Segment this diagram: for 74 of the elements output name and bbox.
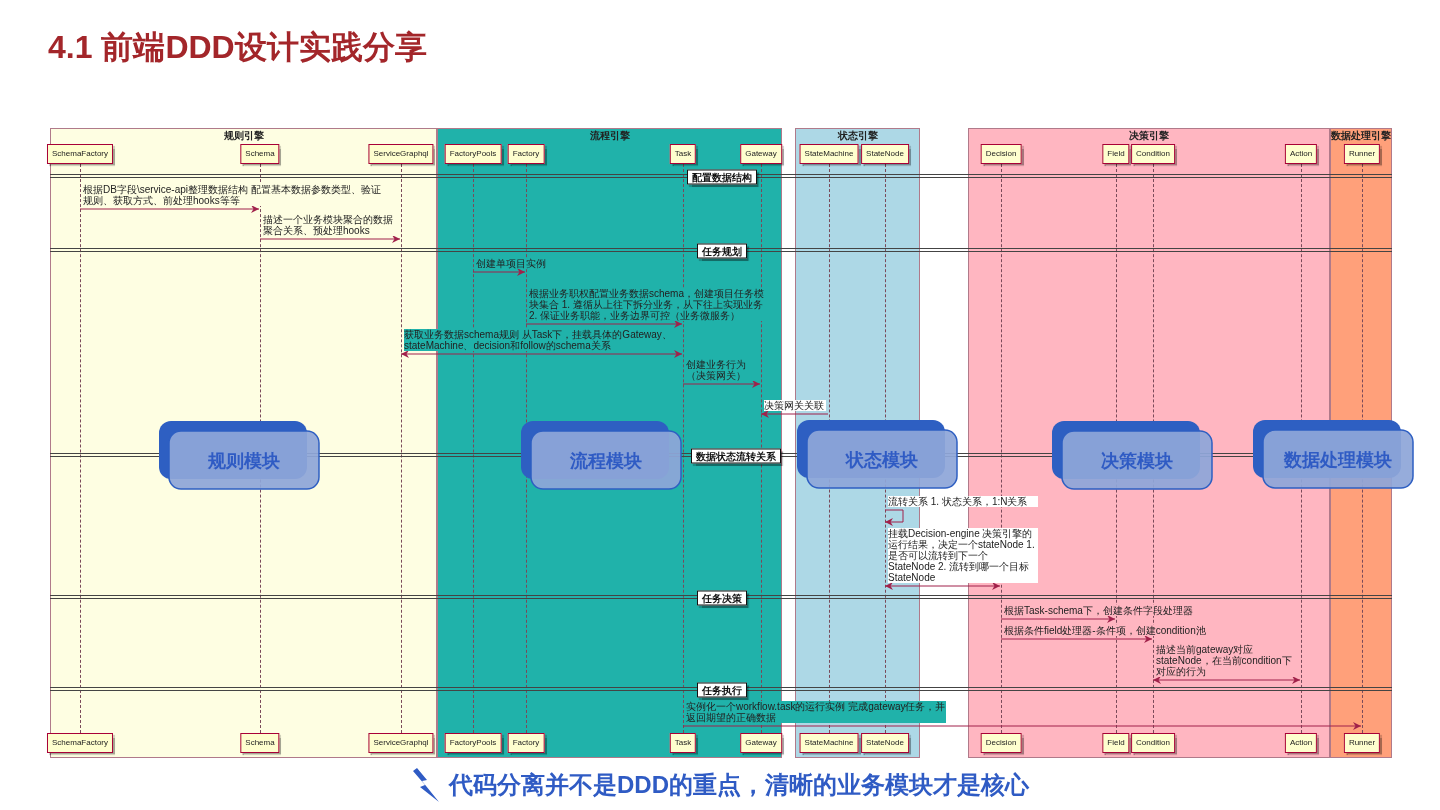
edge-label: 决策网关关联 [764, 400, 826, 411]
section-divider-label: 任务规划 [697, 243, 747, 259]
page-title: 4.1 前端DDD设计实践分享 [48, 28, 427, 67]
panel-title: 规则引擎 [222, 130, 265, 141]
message-arrow [682, 722, 1362, 730]
self-message-arrow [884, 509, 904, 526]
module-callout [1052, 421, 1214, 491]
edge-label: 流转关系 1. 状态关系，1:N关系 [888, 496, 1038, 507]
participant-box: ServiceGraphql [368, 733, 434, 753]
message-arrow [1000, 635, 1153, 643]
message-arrow [1000, 615, 1116, 623]
participant-box: FactoryPools [444, 144, 502, 164]
participant-box: Runner [1343, 144, 1381, 164]
panel-title: 数据处理引擎 [1331, 130, 1391, 141]
participant-box: Condition [1131, 144, 1175, 164]
section-divider-label: 配置数据结构 [687, 169, 757, 185]
participant-box: Gateway [740, 733, 782, 753]
participant-box: Action [1284, 733, 1318, 753]
participant-box: Factory [507, 144, 545, 164]
caption-text: 代码分离并不是DDD的重点，清晰的业务模块才是核心 [449, 770, 1029, 800]
section-divider-label: 数据状态流转关系 [691, 448, 781, 464]
participant-box: Runner [1343, 733, 1381, 753]
participant-box: Field [1102, 733, 1130, 753]
lifeline [1153, 164, 1154, 733]
message-arrow [79, 205, 260, 213]
section-divider-label: 任务决策 [697, 590, 747, 606]
edge-label: 实例化一个workflow.task的运行实例 完成gateway任务，并返回期望的正确数据 [686, 701, 946, 723]
message-arrow [682, 380, 761, 388]
module-title: 规则模块 [207, 450, 281, 473]
edge-label: 创建单项目实例 [476, 258, 546, 269]
participant-box: SchemaFactory [47, 733, 113, 753]
participant-box: Field [1102, 144, 1130, 164]
message-arrow [884, 582, 1001, 590]
message-arrow [1152, 676, 1301, 684]
edge-label: 挂载Decision-engine 决策引擎的运行结果，决定一个stateNode 1. 是否可以流转到下一个 StateNode 2. 流转到哪一个目标StateNode [888, 528, 1038, 583]
lifeline [80, 164, 81, 733]
participant-box: SchemaFactory [47, 144, 113, 164]
module-title: 状态模块 [844, 449, 919, 472]
module-callout [521, 421, 683, 491]
participant-box: Schema [240, 144, 280, 164]
participant-box: Schema [240, 733, 280, 753]
participant-box: ServiceGraphql [368, 144, 434, 164]
participant-box: Gateway [740, 144, 782, 164]
message-arrow [760, 410, 829, 418]
edge-label: 描述当前gateway对应stateNode，在当前condition下对应的行为 [1156, 644, 1296, 677]
message-arrow [472, 268, 526, 276]
participant-box: StateNode [861, 733, 909, 753]
message-arrow [400, 350, 683, 358]
module-title: 数据处理模块 [1283, 449, 1393, 472]
participant-box: StateMachine [799, 144, 859, 164]
module-callout [1253, 420, 1415, 490]
lifeline [401, 164, 402, 733]
panel-title: 决策引擎 [1128, 130, 1170, 141]
participant-box: StateNode [861, 144, 909, 164]
module-title: 流程模块 [569, 450, 643, 473]
participant-box: FactoryPools [444, 733, 502, 753]
participant-box: Task [669, 144, 697, 164]
participant-box: Decision [980, 733, 1022, 753]
panel-title: 流程引擎 [588, 130, 631, 141]
participant-box: Factory [507, 733, 545, 753]
message-arrow [525, 320, 683, 328]
module-callout [797, 420, 959, 490]
edge-label: 描述一个业务模块聚合的数据聚合关系、预处理hooks [263, 214, 397, 236]
module-callout [159, 421, 321, 491]
panel-title: 状态引擎 [836, 130, 879, 141]
participant-box: Task [669, 733, 697, 753]
edge-label: 根据DB字段\service-api整理数据结构 配置基本数据参数类型、验证规则、获取方式、前处理hooks等等 [83, 184, 383, 206]
message-arrow [259, 235, 401, 243]
module-title: 决策模块 [1100, 450, 1174, 473]
section-divider-label: 任务执行 [697, 682, 747, 698]
participant-box: Decision [980, 144, 1022, 164]
participant-box: StateMachine [799, 733, 859, 753]
participant-box: Action [1284, 144, 1318, 164]
participant-box: Condition [1131, 733, 1175, 753]
